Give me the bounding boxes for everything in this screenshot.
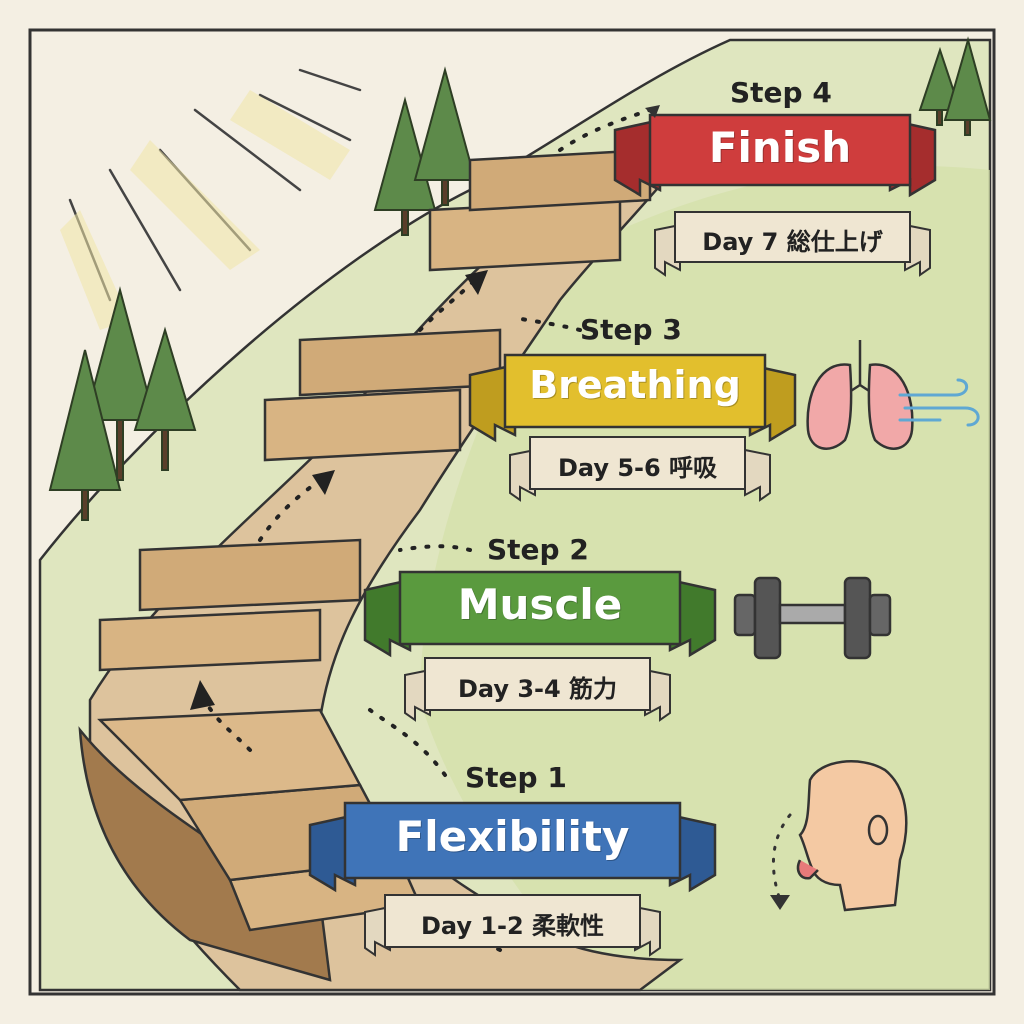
sub-ribbon-step-2 — [404, 657, 671, 722]
lungs-icon — [806, 340, 914, 450]
stair-step — [428, 198, 622, 272]
step-4-label: Step 4 — [730, 76, 832, 109]
flag-icon — [645, 105, 660, 118]
ribbon-step-3 — [468, 353, 797, 443]
ribbon-step-2 — [363, 570, 717, 658]
stair-step — [97, 708, 362, 802]
step-2-label: Step 2 — [487, 533, 589, 566]
sun-glow — [60, 90, 350, 330]
step-1-label: Step 1 — [465, 761, 567, 794]
step-4-sub: Day 7 総仕上げ — [702, 228, 883, 256]
sub-ribbon-step-1 — [364, 894, 661, 957]
stair-step — [263, 388, 462, 462]
face-tongue-icon — [796, 760, 908, 912]
ribbon-step-1 — [308, 801, 717, 893]
step-3-sub: Day 5-6 呼吸 — [557, 454, 718, 482]
stair-step — [98, 608, 322, 672]
step-2-sub: Day 3-4 筋力 — [457, 675, 618, 703]
trees-top — [373, 36, 992, 236]
step-2-title: Muscle — [457, 580, 623, 629]
stair-step — [138, 538, 362, 612]
step-1-sub: Day 1-2 柔軟性 — [420, 912, 605, 940]
path-arrowheads — [190, 270, 488, 710]
sub-ribbon-step-3 — [509, 436, 771, 502]
sun-rays — [68, 68, 362, 302]
step-3-label: Step 3 — [580, 313, 682, 346]
step-4-title: Finish — [708, 123, 852, 172]
sub-ribbon-step-4 — [654, 211, 931, 277]
wooden-stairs — [78, 148, 652, 982]
wind-icon — [898, 378, 980, 427]
ribbon-step-4 — [613, 113, 937, 198]
step-1-title: Flexibility — [395, 812, 630, 861]
frame-border — [28, 28, 996, 996]
dumbbell-icon — [733, 576, 892, 660]
trees-left — [48, 286, 197, 521]
step-3-title: Breathing — [529, 363, 741, 407]
tongue-arrowhead — [770, 895, 790, 910]
stair-step — [468, 148, 652, 212]
